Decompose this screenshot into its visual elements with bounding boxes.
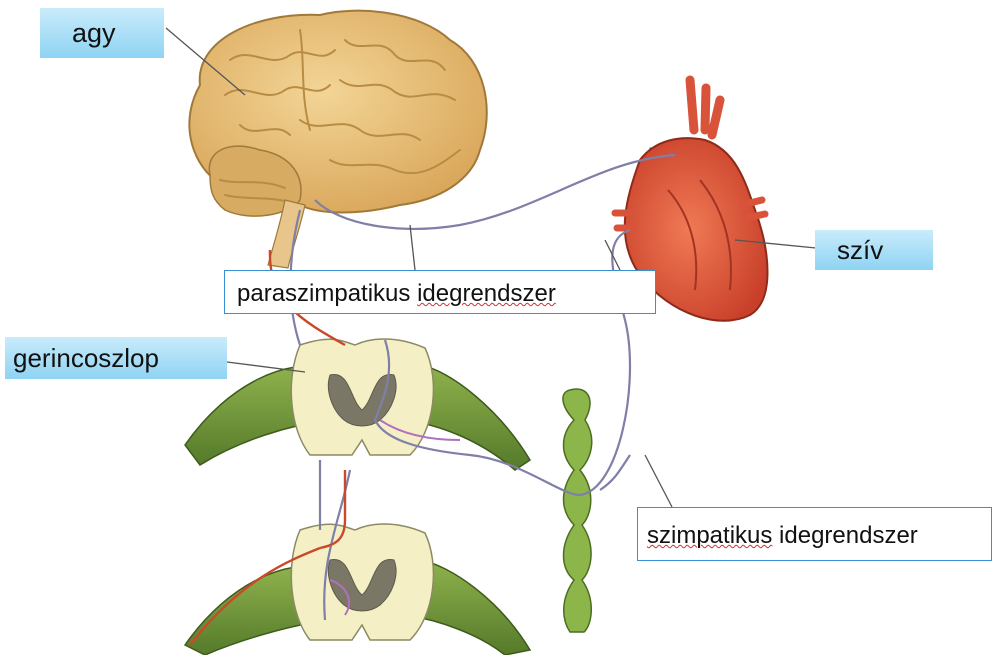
brain-illustration <box>189 11 486 268</box>
spinal-cord-segment-lower <box>185 524 530 655</box>
label-brain-text: agy <box>72 18 116 48</box>
label-spine-text: gerincoszlop <box>13 343 159 373</box>
label-sympathetic: szimpatikus idegrendszer <box>637 507 992 561</box>
label-sympathetic-word2: idegrendszer <box>779 522 918 549</box>
label-spine: gerincoszlop <box>5 337 227 379</box>
label-parasympathetic-word1: paraszimpatikus <box>237 280 410 307</box>
label-sympathetic-word1: szimpatikus <box>647 522 772 549</box>
spinal-cord-segment-upper <box>185 339 530 470</box>
label-heart-text: szív <box>837 235 883 265</box>
label-parasympathetic: paraszimpatikus idegrendszer <box>224 270 656 314</box>
label-brain: agy <box>40 8 164 58</box>
sympathetic-ganglion-chain <box>563 389 592 632</box>
label-parasympathetic-word2: idegrendszer <box>417 280 556 307</box>
label-heart: szív <box>815 230 933 270</box>
